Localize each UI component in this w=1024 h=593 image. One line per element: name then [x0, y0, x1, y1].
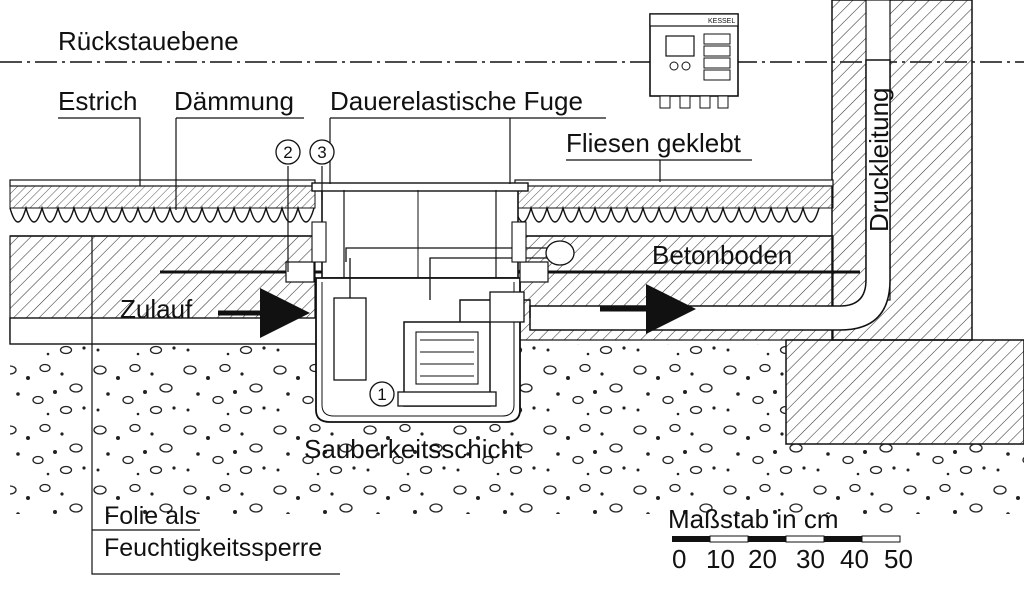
label-zulauf: Zulauf	[120, 294, 193, 324]
scale-title: Maßstab in cm	[668, 504, 839, 534]
label-betonboden: Betonboden	[652, 240, 792, 270]
svg-text:2: 2	[283, 143, 292, 162]
scale-tick-40: 40	[840, 544, 869, 574]
label-fuge: Dauerelastische Fuge	[330, 86, 583, 116]
gravel-layer-right	[786, 444, 1024, 514]
svg-text:3: 3	[317, 143, 326, 162]
label-druckleitung: Druckleitung	[864, 87, 894, 232]
marker-1: 1	[369, 381, 395, 407]
control-box-brand: KESSEL	[708, 18, 735, 25]
scale-tick-10: 10	[706, 544, 735, 574]
control-box: KESSEL	[649, 13, 739, 109]
leader-lines	[58, 117, 752, 575]
scale-tick-30: 30	[796, 544, 825, 574]
scale-tick-0: 0	[672, 544, 686, 574]
marker-3: 3	[309, 139, 335, 165]
label-folie-line2: Feuchtigkeitssperre	[104, 534, 322, 562]
label-folie-line1: Folie als	[104, 502, 197, 530]
label-daemmung: Dämmung	[174, 86, 294, 116]
estrich-layer-left	[9, 185, 316, 209]
marker-2: 2	[275, 139, 301, 165]
label-rueckstauebene: Rückstauebene	[58, 26, 239, 56]
pressure-pipe	[529, 59, 891, 331]
wall	[831, 0, 973, 341]
tiles-left	[9, 179, 316, 187]
scale-tick-20: 20	[748, 544, 777, 574]
scale-tick-50: 50	[884, 544, 913, 574]
control-display	[665, 35, 695, 57]
label-estrich: Estrich	[58, 86, 137, 116]
label-fliesen: Fliesen geklebt	[566, 128, 742, 158]
foundation	[785, 339, 1024, 445]
label-sauberkeitsschicht: Sauberkeitsschicht	[304, 434, 523, 464]
lifting-station	[285, 182, 575, 423]
estrich-layer-right	[514, 185, 834, 209]
svg-text:1: 1	[377, 385, 386, 404]
tiles-right	[514, 179, 834, 187]
scale-bar: Maßstab in cm 0 10 20 30 40 50	[668, 504, 913, 574]
